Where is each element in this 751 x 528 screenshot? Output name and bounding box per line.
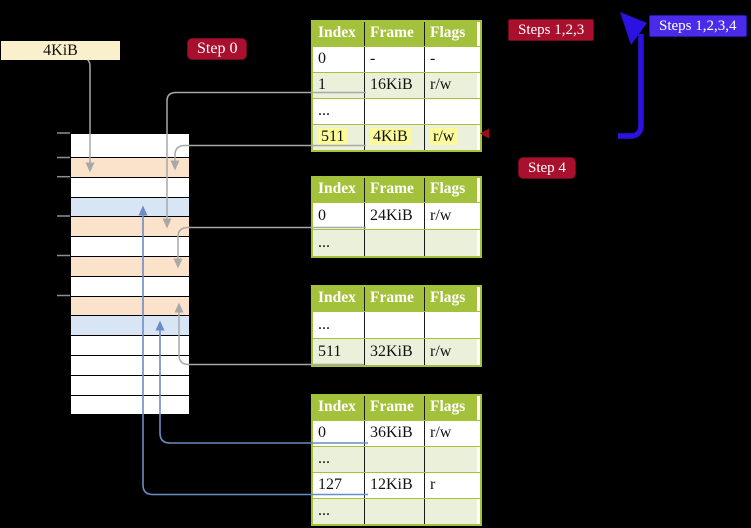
table-cell: 12KiB xyxy=(365,472,425,498)
table-cell xyxy=(365,498,425,524)
table-cell: ... xyxy=(313,229,365,256)
recursive-loop-arrow-shaft xyxy=(618,34,644,139)
table-cell: ... xyxy=(313,98,365,124)
header-cell: Frame xyxy=(365,287,425,311)
header-cell: Flags xyxy=(425,22,477,46)
step-0-label: Step 0 xyxy=(187,38,248,60)
highlighted-value: 511 xyxy=(318,127,348,145)
table-cell: ... xyxy=(313,311,365,338)
physical-memory-map xyxy=(70,133,190,415)
memory-frame-row xyxy=(71,216,189,237)
table-row: ... xyxy=(313,497,480,524)
table-cell: 24KiB xyxy=(365,202,425,229)
table-cell: 127 xyxy=(313,472,365,498)
memory-frame-row xyxy=(71,255,189,276)
table-cell: 0 xyxy=(313,202,365,229)
table-cell: 16KiB xyxy=(365,72,425,98)
table-row: ... xyxy=(313,228,480,256)
highlighted-value: r/w xyxy=(430,127,458,145)
memory-frame-row xyxy=(71,134,189,157)
table-cell: r/w xyxy=(430,206,452,224)
steps-1234-label: Steps 1,2,3,4 xyxy=(649,15,747,37)
header-cell: Index xyxy=(313,22,365,46)
table-row: 0-- xyxy=(313,45,480,72)
table-cell: 36KiB xyxy=(365,420,425,446)
memory-frame-row xyxy=(71,335,189,355)
table-cell: - xyxy=(365,46,425,72)
table-cell xyxy=(425,446,477,472)
step-4-label: Step 4 xyxy=(518,157,576,179)
steps-123-label: Steps 1,2,3 xyxy=(508,19,595,41)
table-cell: 1 xyxy=(313,72,365,98)
memory-frame-row xyxy=(71,374,189,395)
table-cell: 4KiB xyxy=(365,124,425,150)
table-cell xyxy=(425,99,477,124)
header-cell: Flags xyxy=(425,287,477,311)
memory-frame-row xyxy=(71,354,189,375)
recursive-loop-arrow xyxy=(618,12,647,139)
table-cell: 511 xyxy=(313,338,365,365)
memory-frame-row xyxy=(71,176,189,197)
table-cell: 511 xyxy=(313,124,365,150)
table-cell: 0 xyxy=(313,420,365,446)
table-cell: - xyxy=(430,49,436,67)
table-cell xyxy=(425,229,477,256)
header-cell: Index xyxy=(313,287,365,311)
table-cell: r xyxy=(430,475,436,493)
table-cell xyxy=(365,98,425,124)
header-cell: Flags xyxy=(425,178,477,202)
memory-frame-row xyxy=(71,295,189,316)
table-cell xyxy=(425,312,477,338)
memory-frame-row xyxy=(71,394,189,415)
recursive-loop-arrowhead-icon xyxy=(620,12,647,45)
table-row: 511 4KiB r/w xyxy=(313,123,480,150)
memory-frame-row xyxy=(71,196,189,217)
memory-frame-row xyxy=(71,157,189,177)
table-cell xyxy=(365,446,425,472)
highlighted-value: 4KiB xyxy=(370,127,411,145)
table-cell: ... xyxy=(313,498,365,524)
header-cell: Frame xyxy=(365,178,425,202)
table-cell: 0 xyxy=(313,46,365,72)
header-cell: Frame xyxy=(365,22,425,46)
memory-frame-row xyxy=(71,275,189,296)
header-cell: Index xyxy=(313,396,365,420)
table-cell: r/w xyxy=(430,423,452,441)
memory-frame-row xyxy=(71,315,189,336)
table-row: ... xyxy=(313,310,480,338)
header-cell: Frame xyxy=(365,396,425,420)
table-row: ... xyxy=(313,97,480,124)
table-cell: r/w xyxy=(425,338,477,365)
header-cell: Index xyxy=(313,178,365,202)
table-cell xyxy=(365,311,425,338)
table-cell: r/w xyxy=(425,124,477,150)
page-size-callout: 4KiB xyxy=(1,41,120,60)
memory-frame-row xyxy=(71,236,189,256)
table-cell: r/w xyxy=(425,72,477,98)
memory-map-tick-marks xyxy=(57,132,70,297)
header-cell: Flags xyxy=(425,396,477,420)
table-cell xyxy=(425,498,477,524)
table-cell: ... xyxy=(313,446,365,472)
table-cell xyxy=(365,229,425,256)
table-row: ... xyxy=(313,445,480,472)
table-cell: 32KiB xyxy=(365,338,425,365)
